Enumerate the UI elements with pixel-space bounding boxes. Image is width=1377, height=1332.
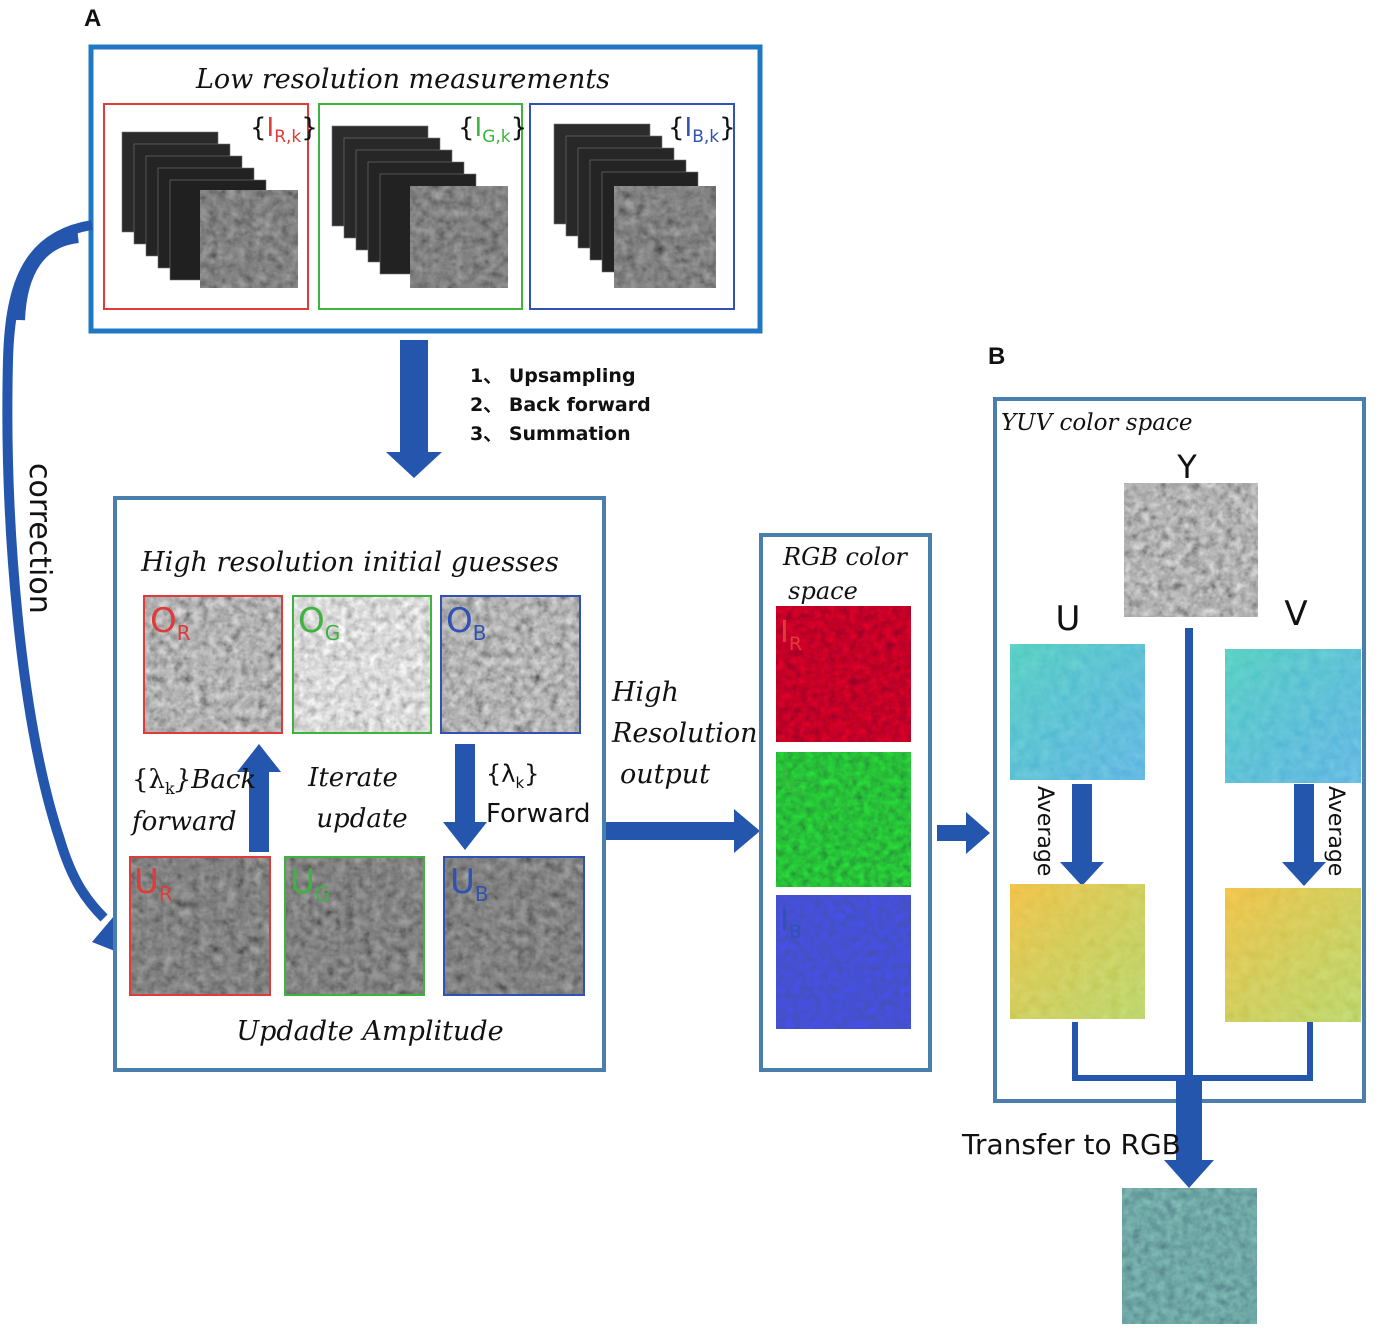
rgb-channel-g: IG <box>776 752 911 887</box>
update-u-r: UR <box>129 856 271 996</box>
rgb-color-space-box: RGB color space IR IG IB <box>759 533 932 1072</box>
v-channel-image <box>1225 649 1361 783</box>
label-i-r-k: {IR,k} <box>250 113 318 147</box>
high-res-title: High resolution initial guesses <box>140 547 559 578</box>
v-average-label: Average <box>1323 786 1348 876</box>
step-1: 1、 Upsampling <box>470 365 636 387</box>
v-average-image <box>1225 888 1361 1022</box>
red-image-stack <box>121 131 298 288</box>
rgb-title-line2: space <box>788 577 858 605</box>
u-average-label: Average <box>1032 786 1057 876</box>
rgb-title-line1: RGB color <box>782 543 909 571</box>
y-channel-line <box>1185 628 1193 1088</box>
label-i-g-k: {IG,k} <box>458 113 527 147</box>
rgb-channel-b: IB <box>776 895 911 1029</box>
low-res-title: Low resolution measurements <box>195 64 610 95</box>
hr-output-line2: Resolution <box>611 718 758 749</box>
svg-text:UG: UG <box>290 862 330 906</box>
correction-label: correction <box>22 463 57 614</box>
back-forward-label-line2: forward <box>130 807 237 837</box>
low-res-green-stack: {IG,k} <box>318 103 527 310</box>
green-image-stack <box>331 125 508 288</box>
low-res-blue-stack: {IB,k} <box>529 103 736 310</box>
iterate-label-line2: update <box>316 804 407 834</box>
final-rgb-image <box>1122 1188 1257 1324</box>
up-arrow-back-forward <box>237 744 281 852</box>
svg-text:IB: IB <box>780 903 802 943</box>
svg-text:IR: IR <box>780 615 802 655</box>
back-forward-label-line1: {λk}Back <box>132 765 256 798</box>
down-arrow-upsampling <box>386 340 442 478</box>
update-u-b: UB <box>443 856 585 996</box>
u-label: U <box>1056 599 1081 639</box>
y-label: Y <box>1176 448 1197 486</box>
u-channel-image <box>1010 644 1145 780</box>
step-2: 2、 Back forward <box>470 394 651 416</box>
iterate-label-line1: Iterate <box>307 763 398 793</box>
down-arrow-forward <box>443 744 487 850</box>
guess-o-g: OG <box>292 595 432 734</box>
hr-output-line3: output <box>620 759 710 790</box>
guess-o-r: OR <box>143 595 283 734</box>
y-channel-image <box>1124 483 1258 617</box>
forward-label-line1: {λk} <box>486 760 539 792</box>
right-arrow-to-yuv <box>937 812 990 854</box>
update-amplitude-label: Updadte Amplitude <box>236 1016 503 1047</box>
panel-label-b: B <box>988 343 1005 370</box>
svg-text:OR: OR <box>150 601 191 645</box>
yuv-title: YUV color space <box>1001 410 1192 436</box>
step-3: 3、 Summation <box>470 423 631 445</box>
low-res-measurements-box: Low resolution measurements {IR,k} <box>88 44 763 334</box>
hr-output-line1: High <box>611 677 679 708</box>
yuv-color-space-box: YUV color space Y U V Average Average <box>993 397 1366 1103</box>
label-i-b-k: {IB,k} <box>668 113 736 147</box>
uv-merge-lines <box>1072 1022 1313 1081</box>
v-label: V <box>1284 594 1307 634</box>
panel-label-a: A <box>84 5 101 32</box>
svg-text:OG: OG <box>298 601 340 645</box>
svg-text:IG: IG <box>780 760 804 800</box>
high-res-box: High resolution initial guesses OR OG OB… <box>113 496 606 1072</box>
blue-image-stack <box>553 123 716 288</box>
svg-text:UR: UR <box>134 862 173 906</box>
rgb-channel-r: IR <box>776 606 911 742</box>
forward-label-line2: Forward <box>486 799 591 829</box>
low-res-red-stack: {IR,k} <box>103 103 318 310</box>
v-average-arrow <box>1282 784 1326 886</box>
u-average-image <box>1010 884 1145 1019</box>
guess-o-b: OB <box>440 595 581 734</box>
update-u-g: UG <box>284 856 425 996</box>
svg-text:OB: OB <box>446 601 487 645</box>
transfer-label: Transfer to RGB <box>961 1128 1181 1161</box>
u-average-arrow <box>1060 784 1104 886</box>
svg-text:UB: UB <box>450 862 489 906</box>
right-arrow-to-rgb <box>606 809 760 853</box>
transfer-arrow <box>1164 1080 1214 1188</box>
steps-list: 1、 Upsampling 2、 Back forward 3、 Summati… <box>470 365 651 445</box>
hr-output-label: High Resolution output <box>611 677 758 790</box>
